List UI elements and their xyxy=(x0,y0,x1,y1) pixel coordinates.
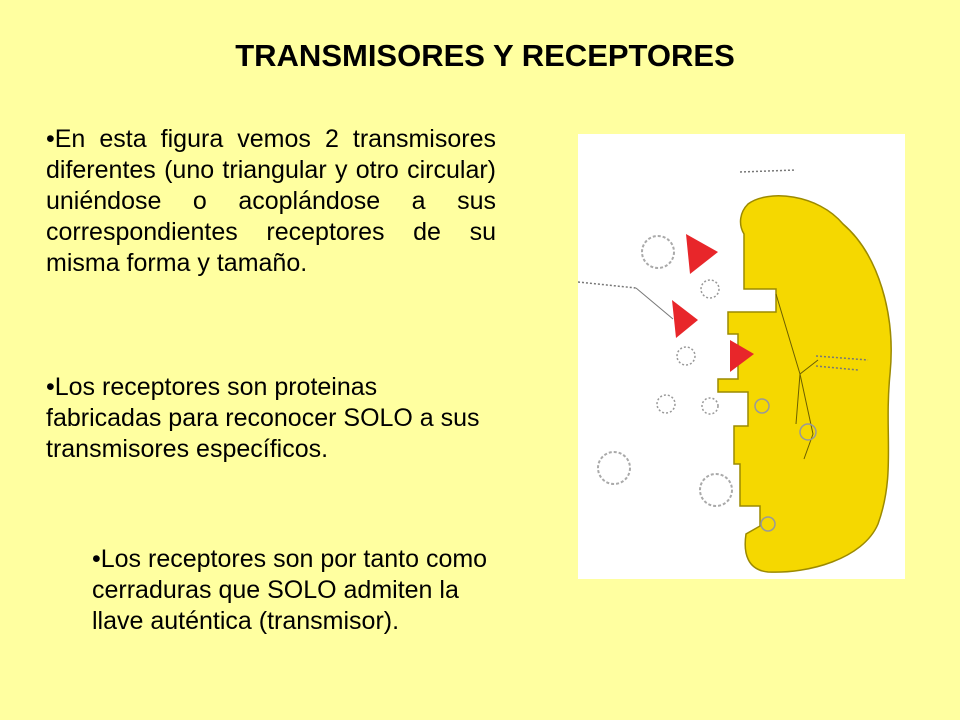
label-leader-line xyxy=(799,359,819,375)
bound-molecule xyxy=(754,398,770,414)
right-label-line xyxy=(815,365,859,371)
paragraph-lock-analogy: •Los receptores son por tanto como cerra… xyxy=(92,545,488,635)
cell-membrane xyxy=(717,195,892,573)
circle-transmitter xyxy=(656,394,676,414)
circle-transmitter xyxy=(701,397,719,415)
circle-transmitter xyxy=(676,346,696,366)
triangle-transmitter xyxy=(686,234,718,274)
bound-molecule xyxy=(760,516,776,532)
paragraph-transmitters: •En esta figura vemos 2 transmisores dif… xyxy=(46,125,496,277)
circle-transmitter xyxy=(641,235,675,269)
receptor-channel-line xyxy=(775,293,801,425)
circle-transmitter xyxy=(597,451,631,485)
slide-title: TRANSMISORES Y RECEPTORES xyxy=(235,38,735,73)
paragraph-receptors: •Los receptores son proteinas fabricadas… xyxy=(46,373,480,463)
receptor-figure xyxy=(578,134,905,579)
right-label-line xyxy=(815,355,869,361)
top-label-line xyxy=(739,169,797,173)
triangle-transmitter xyxy=(672,300,698,338)
bound-molecule xyxy=(799,423,817,441)
circle-transmitter xyxy=(700,279,720,299)
circle-transmitter xyxy=(699,473,733,507)
triangle-transmitter-bound xyxy=(730,340,754,372)
left-label-line xyxy=(578,281,637,289)
receptor-channel-line xyxy=(799,373,814,460)
pointer-line xyxy=(635,287,674,320)
receptor-diagram xyxy=(578,169,892,573)
